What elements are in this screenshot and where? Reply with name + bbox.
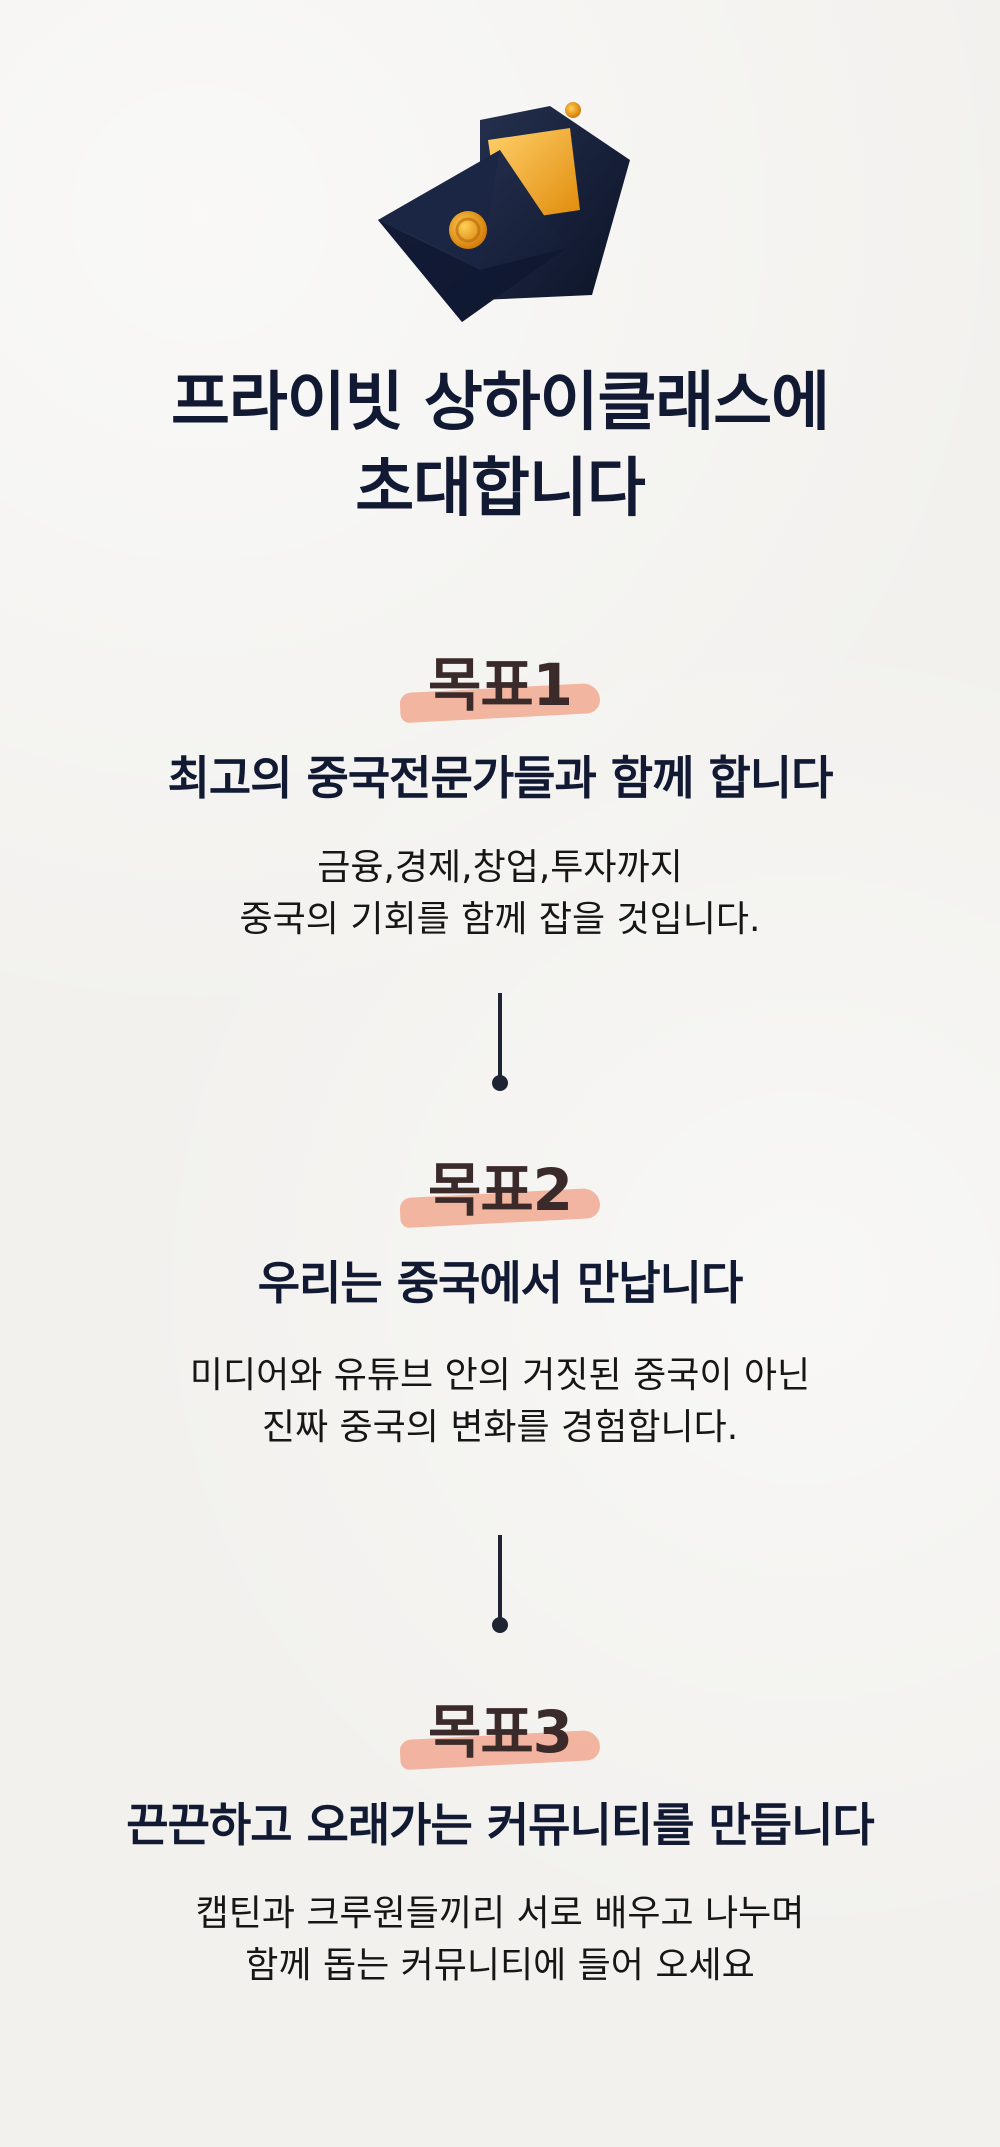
page-title: 프라이빗 상하이클래스에 초대합니다 <box>0 360 1000 532</box>
title-line-1: 프라이빗 상하이클래스에 <box>171 366 830 440</box>
goal-1-description: 금융,경제,창업,투자까지 중국의 기회를 함께 잡을 것입니다. <box>0 842 1000 946</box>
goal-3-line-2: 함께 돕는 커뮤니티에 들어 오세요 <box>245 1945 755 1986</box>
goal-3-headline: 끈끈하고 오래가는 커뮤니티를 만듭니다 <box>126 1798 874 1852</box>
goal-2-line-1: 미디어와 유튜브 안의 거짓된 중국이 아닌 <box>189 1355 811 1396</box>
goal-2-description: 미디어와 유튜브 안의 거짓된 중국이 아닌 진짜 중국의 변화를 경험합니다. <box>0 1350 1000 1454</box>
goal-1-headline: 최고의 중국전문가들과 함께 합니다 <box>167 751 834 805</box>
connector-line-1 <box>492 993 508 1091</box>
goal-3-badge-label: 목표3 <box>427 1698 573 1766</box>
goal-1-badge: 목표1 <box>0 650 1000 730</box>
goal-1-badge-label: 목표1 <box>427 651 573 719</box>
goal-2-badge-label: 목표2 <box>427 1156 573 1224</box>
goal-1-line-2: 중국의 기회를 함께 잡을 것입니다. <box>239 899 761 940</box>
goal-2-badge: 목표2 <box>0 1155 1000 1235</box>
goal-2-line-2: 진짜 중국의 변화를 경험합니다. <box>261 1407 739 1448</box>
title-line-2: 초대합니다 <box>355 452 645 526</box>
connector-line-2 <box>492 1535 508 1633</box>
goal-2-headline: 우리는 중국에서 만납니다 <box>257 1256 744 1310</box>
connector-dot <box>492 1075 508 1091</box>
goal-3-badge: 목표3 <box>0 1697 1000 1777</box>
goal-3-description: 캡틴과 크루원들끼리 서로 배우고 나누며 함께 돕는 커뮤니티에 들어 오세요 <box>0 1888 1000 1992</box>
envelopes-icon <box>370 100 640 330</box>
connector-dot <box>492 1617 508 1633</box>
goal-3-line-1: 캡틴과 크루원들끼리 서로 배우고 나누며 <box>195 1893 805 1934</box>
goal-1-line-1: 금융,경제,창업,투자까지 <box>317 847 683 888</box>
